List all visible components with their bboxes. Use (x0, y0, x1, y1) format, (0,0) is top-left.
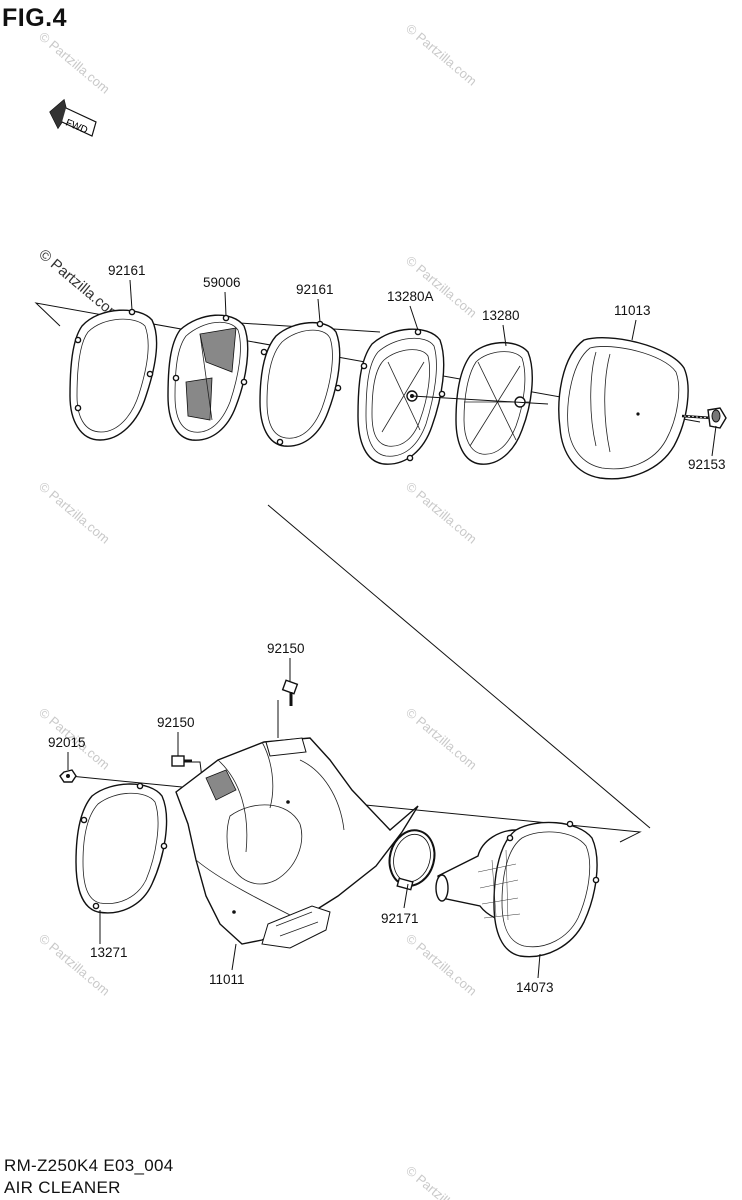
bolt-92153 (681, 407, 727, 429)
leader-lines (67, 279, 717, 979)
bolt-92150-upper (281, 679, 299, 706)
part-label: 92171 (381, 911, 419, 926)
fwd-arrow-icon: FWD (49, 98, 97, 137)
watermark-layer: © Partzilla.com © Partzilla.com © Partzi… (35, 21, 479, 1200)
filter-11013 (558, 337, 689, 480)
watermark-text: © Partzilla.com (403, 253, 480, 321)
watermark-text: © Partzilla.com (36, 29, 113, 97)
watermark-text: © Partzilla.com (403, 21, 480, 89)
watermark-text: © Partzilla.com (403, 479, 480, 547)
gasket-92161-left (69, 308, 158, 441)
watermark-text: © Partzilla.com (403, 1163, 480, 1200)
watermark-text: © Partzilla.com (403, 931, 480, 999)
part-label: 11011 (209, 972, 245, 987)
case-11011 (175, 737, 419, 949)
model-code: RM-Z250K4 E03_004 (4, 1156, 174, 1175)
screen-59006 (167, 314, 249, 441)
watermark-text: © Partzilla.com (403, 705, 480, 773)
part-label: 92161 (296, 282, 334, 297)
nut-92015 (59, 769, 77, 783)
bolt-92150-lower (171, 755, 192, 767)
gasket-92161-middle (259, 320, 342, 447)
plate-13280A (357, 328, 446, 465)
part-label: 59006 (203, 275, 241, 290)
section-name: AIR CLEANER (4, 1178, 121, 1197)
part-label: 92161 (108, 263, 146, 278)
part-label: 14073 (516, 980, 554, 995)
figure-title: FIG.4 (2, 4, 68, 32)
clamp-92171 (388, 829, 436, 891)
part-label: 92150 (157, 715, 195, 730)
frame-13280 (411, 341, 549, 465)
watermark-text: © Partzilla.com (36, 931, 113, 999)
part-labels: 92161 59006 92161 13280A 13280 11013 921… (48, 263, 726, 995)
part-label: 11013 (614, 303, 651, 318)
part-label: 92150 (267, 641, 305, 656)
watermark-text: © Partzilla.com (36, 479, 113, 547)
gasket-13271 (75, 782, 168, 914)
part-label: 13280 (482, 308, 520, 323)
part-label: 13280A (387, 289, 434, 304)
part-label: 13271 (90, 945, 128, 960)
duct-14073 (435, 820, 600, 958)
part-label: 92153 (688, 457, 726, 472)
part-label: 92015 (48, 735, 86, 750)
